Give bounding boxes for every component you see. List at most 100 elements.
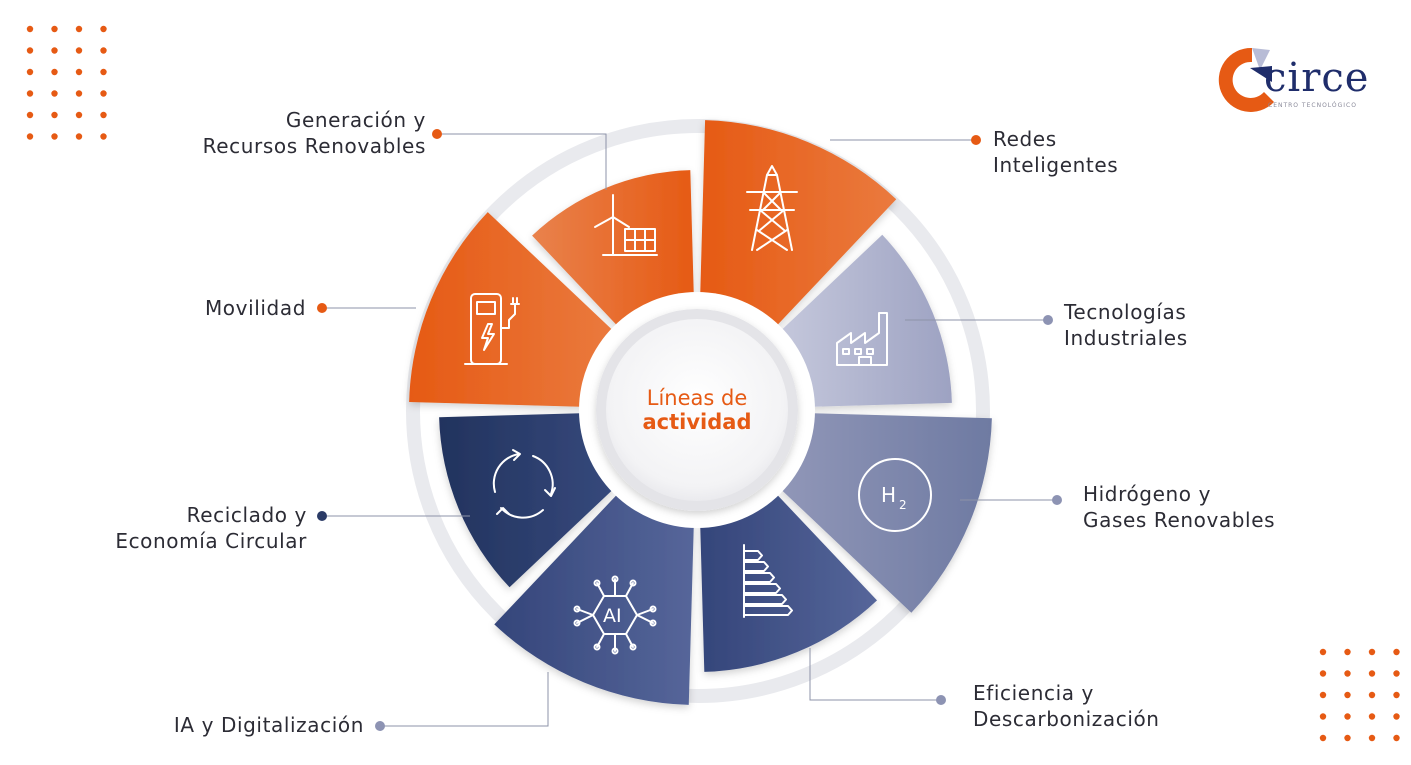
leader-dot-tecnologias	[1043, 315, 1053, 325]
center-title-line2: actividad	[642, 410, 752, 434]
decorative-dot	[75, 111, 83, 119]
decorative-dot	[1344, 648, 1351, 656]
ev-charger-icon	[464, 293, 520, 365]
leader-dot-reciclado	[317, 511, 327, 521]
decorative-dot	[51, 111, 58, 119]
ai-icon-label: AI	[603, 605, 622, 627]
decorative-dot	[51, 68, 58, 76]
leader-line-eficiencia	[809, 648, 941, 701]
sector-tecnologias	[778, 234, 952, 407]
leader-dot-redes	[971, 135, 981, 145]
label-hidrogeno: Hidrógeno y Gases Renovables	[1083, 481, 1275, 533]
decorative-dot	[1393, 691, 1400, 699]
sector-group	[409, 120, 992, 705]
label-generacion-line1: Generación y	[285, 108, 426, 132]
decorative-dot	[1393, 670, 1400, 677]
decorative-dot	[100, 68, 107, 76]
sector-eficiencia	[700, 491, 878, 672]
decorative-dot	[1368, 648, 1376, 656]
label-reciclado-line2: Economía Circular	[115, 529, 307, 553]
decorative-dot	[26, 25, 34, 33]
label-eficiencia-line1: Eficiencia y	[973, 681, 1094, 705]
center-title-line1: Líneas de	[646, 386, 748, 410]
label-redes: Redes Inteligentes	[993, 126, 1118, 178]
label-hidrogeno-line1: Hidrógeno y	[1083, 482, 1212, 506]
decorative-dot	[75, 47, 83, 54]
leader-lines	[317, 129, 1062, 731]
leader-dot-ia	[375, 721, 385, 731]
sector-redes-shade	[700, 120, 706, 299]
label-ia: IA y Digitalización	[100, 712, 364, 738]
decorative-dot	[26, 111, 34, 119]
label-hidrogeno-line2: Gases Renovables	[1083, 508, 1276, 532]
logo-mark-lavender	[1252, 48, 1270, 70]
energy-rating-icon	[743, 544, 793, 618]
label-tecnologias-line2: Industriales	[1064, 326, 1188, 350]
label-redes-line1: Redes	[993, 127, 1057, 151]
decorative-dot	[1368, 691, 1376, 699]
decorative-dot	[1319, 713, 1327, 720]
decorative-dot	[51, 25, 58, 33]
label-reciclado-line1: Reciclado y	[186, 503, 307, 527]
decorative-dot	[26, 68, 34, 76]
decorative-dot	[1319, 734, 1327, 742]
decorative-dot	[100, 90, 107, 97]
decorative-dot	[51, 133, 58, 140]
circe-logo	[1218, 47, 1274, 112]
decorative-dot	[51, 47, 58, 54]
center-disk	[596, 309, 798, 511]
decorative-dot	[1393, 713, 1400, 720]
decorative-dot	[1393, 734, 1400, 742]
sector-reciclado-shade	[509, 486, 616, 588]
label-generacion: Generación y Recursos Renovables	[150, 107, 426, 159]
decorative-dot	[75, 90, 83, 97]
leader-dot-movilidad	[317, 303, 327, 313]
h2-icon-label: H	[881, 483, 896, 507]
wind-solar-icon	[594, 194, 658, 256]
sector-hidrogeno	[778, 413, 992, 613]
logo-mark-orange	[1218, 47, 1274, 112]
label-reciclado: Reciclado y Economía Circular	[60, 502, 307, 554]
label-movilidad-line1: Movilidad	[204, 296, 306, 320]
factory-icon	[836, 312, 888, 366]
center-title: Líneas de actividad	[603, 386, 791, 434]
decorative-dot	[1368, 670, 1376, 677]
h2-icon-subscript: 2	[899, 498, 907, 512]
decorative-dot	[26, 90, 34, 97]
leader-dot-generacion	[432, 129, 442, 139]
logo-wordmark: circe	[1264, 55, 1370, 101]
decorative-dot	[51, 90, 58, 97]
decorative-dot	[1344, 734, 1351, 742]
decorative-dot	[1319, 648, 1327, 656]
recycle-arrows-icon	[492, 449, 556, 519]
ai-chip-icon: AI	[573, 575, 657, 655]
label-generacion-line2: Recursos Renovables	[202, 134, 426, 158]
outer-ring	[406, 119, 990, 703]
sector-reciclado	[439, 413, 616, 588]
label-tecnologias-line1: Tecnologías	[1064, 300, 1187, 324]
decorative-dot	[75, 133, 83, 140]
sector-redes	[700, 120, 897, 329]
leader-line-ia	[380, 672, 549, 727]
decorative-dot	[26, 133, 34, 140]
sector-tecnologias-shade	[778, 234, 883, 334]
logo-tagline: CENTRO TECNOLÓGICO	[1268, 102, 1357, 109]
decorative-dot	[1344, 670, 1351, 677]
decorative-dot	[26, 47, 34, 54]
label-eficiencia: Eficiencia y Descarbonización	[973, 680, 1160, 732]
sector-ia	[494, 491, 694, 705]
decorative-dot	[100, 25, 107, 33]
decorative-dot	[1368, 713, 1376, 720]
label-eficiencia-line2: Descarbonización	[973, 707, 1160, 731]
decorative-dot	[100, 47, 107, 54]
decorative-dot	[1344, 713, 1351, 720]
decorative-dot	[1368, 734, 1376, 742]
leader-dot-eficiencia	[936, 695, 946, 705]
power-tower-icon	[746, 165, 798, 251]
logo-mark-navy	[1250, 66, 1272, 82]
decorative-dot	[1319, 691, 1327, 699]
